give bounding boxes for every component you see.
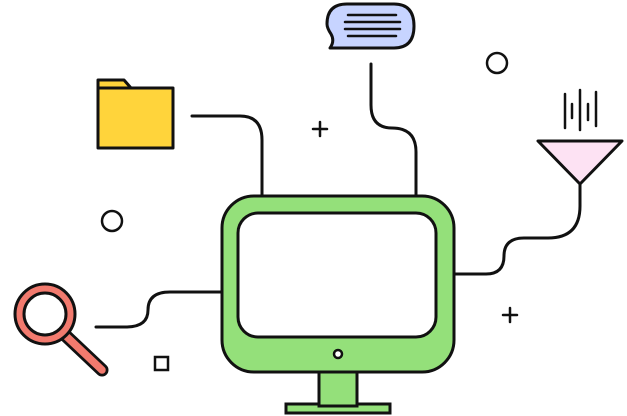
magnifier-connector	[94, 290, 224, 329]
funnel-connector	[452, 182, 582, 276]
funnel-filter-icon	[536, 88, 624, 186]
folder-connector	[190, 114, 264, 198]
decor-plus-right	[501, 306, 519, 324]
decor-square	[153, 355, 170, 372]
monitor-stand	[317, 368, 359, 408]
chat-bubble-icon	[325, 2, 416, 50]
connector-lines	[94, 62, 582, 329]
decor-circle-left	[100, 209, 124, 233]
decorations	[100, 51, 519, 372]
magnifying-glass-icon	[13, 282, 109, 377]
monitor-icon	[220, 194, 456, 415]
chat-connector	[369, 62, 418, 198]
funnel-input-lines	[563, 88, 598, 132]
monitor-power-button	[332, 348, 344, 360]
chat-text-lines	[343, 13, 402, 38]
monitor-screen	[236, 211, 438, 339]
decor-circle-top-right	[485, 51, 509, 75]
folder-icon	[96, 78, 175, 150]
decor-plus-top	[311, 120, 329, 138]
